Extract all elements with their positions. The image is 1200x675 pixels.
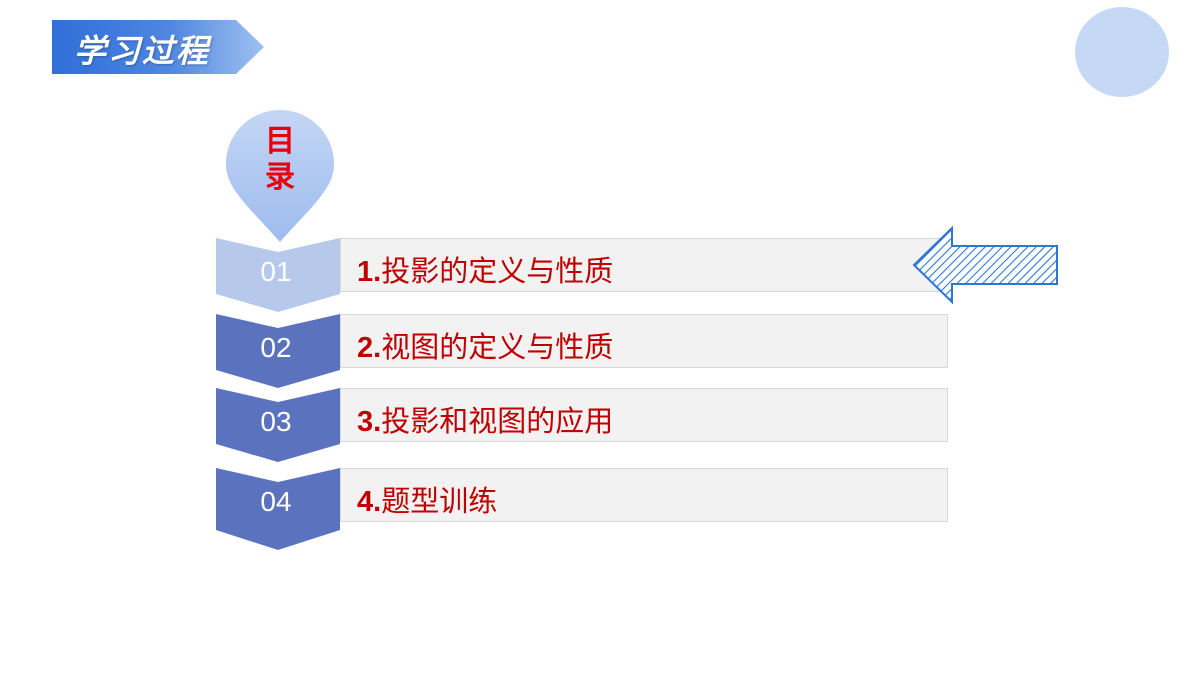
chevron-shape (216, 388, 340, 462)
toc-item-bar[interactable]: 4.题型训练 (340, 468, 948, 522)
toc-item-text: 投影和视图的应用 (381, 404, 614, 438)
toc-item-1[interactable]: 01 1.投影的定义与性质 (216, 238, 950, 314)
decorative-circle (1075, 7, 1169, 97)
map-pin-icon (226, 110, 334, 242)
page-title: 学习过程 (74, 32, 211, 70)
hatched-left-arrow-icon (912, 226, 1058, 304)
banner-shape (52, 20, 264, 74)
toc-item-number: 04 (260, 486, 292, 517)
toc-item-number-badge: 03 (216, 388, 342, 464)
toc-item-prefix: 3. (357, 406, 382, 438)
toc-item-number: 02 (260, 332, 292, 363)
toc-marker-label: 目 录 (222, 124, 338, 196)
toc-item-label: 1.投影的定义与性质 (357, 248, 613, 290)
toc-item-4[interactable]: 04 4.题型训练 (216, 468, 950, 550)
toc-marker: 目 录 (222, 108, 338, 244)
toc-item-bar[interactable]: 2.视图的定义与性质 (340, 314, 948, 368)
chevron-shape (216, 314, 340, 388)
toc-item-number-badge: 02 (216, 314, 342, 390)
toc-item-prefix: 1. (357, 256, 382, 288)
toc-item-label: 4.题型训练 (357, 478, 497, 520)
toc-item-number-badge: 01 (216, 238, 342, 314)
toc-item-label: 2.视图的定义与性质 (357, 324, 613, 366)
toc-item-text: 视图的定义与性质 (381, 330, 614, 364)
toc-item-label: 3.投影和视图的应用 (357, 398, 613, 440)
chevron-shape (216, 238, 340, 312)
toc-item-bar[interactable]: 3.投影和视图的应用 (340, 388, 948, 442)
toc-item-number: 03 (260, 406, 292, 437)
marker-char-2: 录 (265, 160, 295, 195)
toc-item-3[interactable]: 03 3.投影和视图的应用 (216, 388, 950, 464)
toc-item-bar[interactable]: 1.投影的定义与性质 (340, 238, 948, 292)
toc-item-2[interactable]: 02 2.视图的定义与性质 (216, 314, 950, 390)
toc-item-text: 投影的定义与性质 (381, 254, 614, 288)
toc-item-prefix: 4. (357, 486, 382, 518)
toc-item-number-badge: 04 (216, 468, 342, 550)
toc-item-text: 题型训练 (381, 484, 498, 518)
toc-item-number: 01 (260, 256, 292, 287)
marker-char-1: 目 (265, 124, 295, 159)
toc-item-prefix: 2. (357, 332, 382, 364)
chevron-shape (216, 468, 340, 550)
title-banner: 学习过程 (52, 20, 264, 74)
